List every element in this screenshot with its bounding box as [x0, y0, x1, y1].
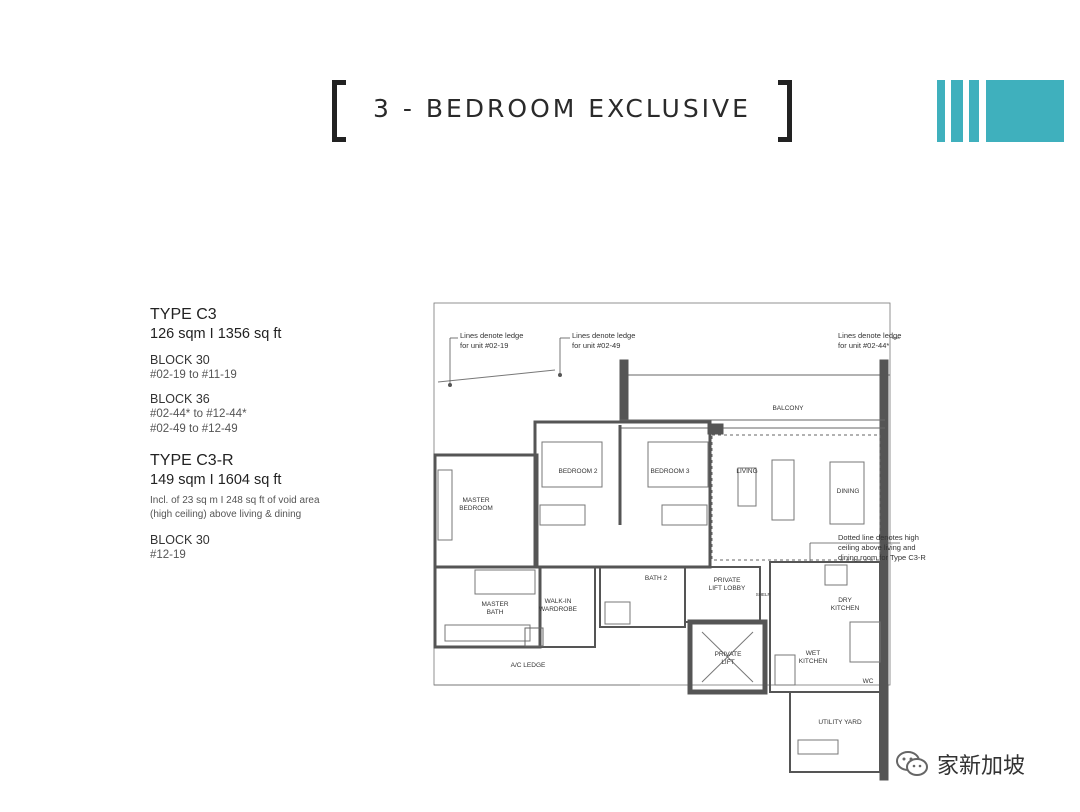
svg-text:MASTER: MASTER — [462, 497, 489, 504]
svg-text:LIFT LOBBY: LIFT LOBBY — [709, 585, 746, 592]
type-c3r-title: TYPE C3-R — [150, 452, 234, 469]
accent-stripes — [937, 80, 1067, 142]
svg-text:BALCONY: BALCONY — [772, 405, 804, 412]
svg-text:Lines denote ledge: Lines denote ledge — [838, 331, 901, 340]
svg-text:LIFT: LIFT — [721, 659, 734, 666]
right-bracket — [778, 80, 792, 142]
svg-text:MASTER: MASTER — [481, 601, 508, 608]
svg-text:BATH 2: BATH 2 — [645, 575, 668, 582]
block-title: BLOCK 30 — [150, 533, 210, 547]
svg-text:PRIVATE: PRIVATE — [714, 577, 742, 584]
block-title: BLOCK 30 — [150, 353, 210, 367]
svg-text:LIVING: LIVING — [736, 468, 757, 475]
svg-text:DINING: DINING — [837, 488, 860, 495]
svg-text:KITCHEN: KITCHEN — [831, 605, 860, 612]
title-frame: 3 - BEDROOM EXCLUSIVE — [332, 80, 792, 144]
svg-text:BEDROOM 3: BEDROOM 3 — [650, 468, 689, 475]
svg-text:BEDROOM: BEDROOM — [459, 505, 493, 512]
watermark-text: 家新加坡 — [937, 754, 1026, 779]
svg-text:WARDROBE: WARDROBE — [539, 606, 578, 613]
svg-text:WC: WC — [863, 678, 874, 685]
svg-text:for unit #02-49: for unit #02-49 — [572, 341, 620, 350]
svg-text:BEDROOM 2: BEDROOM 2 — [558, 468, 597, 475]
svg-text:A/C LEDGE: A/C LEDGE — [511, 662, 546, 669]
block-range: #02-49 to #12-49 — [150, 423, 238, 435]
svg-text:WET: WET — [806, 650, 820, 657]
wechat-icon — [896, 751, 928, 776]
unit-specs: TYPE C3 126 sqm I 1356 sq ft BLOCK 30 #0… — [150, 305, 390, 563]
header: 3 - BEDROOM EXCLUSIVE — [0, 0, 1080, 170]
svg-text:Lines denote ledge: Lines denote ledge — [572, 331, 635, 340]
type-c3r-area: 149 sqm I 1604 sq ft — [150, 472, 282, 488]
svg-text:UTILITY YARD: UTILITY YARD — [818, 719, 862, 726]
block-range: #12-19 — [150, 549, 186, 561]
svg-text:SHELF: SHELF — [756, 592, 771, 597]
svg-text:DRY: DRY — [838, 597, 852, 604]
left-bracket — [332, 80, 346, 142]
svg-text:KITCHEN: KITCHEN — [799, 658, 828, 665]
svg-text:PRIVATE: PRIVATE — [715, 651, 743, 658]
type-c3-title: TYPE C3 — [150, 306, 217, 323]
svg-text:dining room for Type C3-R: dining room for Type C3-R — [838, 553, 926, 562]
svg-text:Lines denote ledge: Lines denote ledge — [460, 331, 523, 340]
page-title: 3 - BEDROOM EXCLUSIVE — [373, 94, 751, 123]
svg-text:for unit #02-19: for unit #02-19 — [460, 341, 508, 350]
svg-text:WALK-IN: WALK-IN — [545, 598, 572, 605]
block-range: #02-19 to #11-19 — [150, 369, 237, 381]
svg-text:for unit #02-44*: for unit #02-44* — [838, 341, 889, 350]
svg-text:Dotted line denotes high: Dotted line denotes high — [838, 533, 919, 542]
watermark: 家新加坡 — [895, 746, 1025, 782]
floor-plan: Lines denote ledge for unit #02-19 Lines… — [433, 302, 926, 781]
type-c3-area: 126 sqm I 1356 sq ft — [150, 326, 282, 342]
void-area-note: Incl. of 23 sq m I 248 sq ft of void are… — [150, 495, 320, 520]
svg-text:BATH: BATH — [487, 609, 504, 616]
block-range: #02-44* to #12-44* — [150, 408, 247, 420]
svg-text:ceiling above living and: ceiling above living and — [838, 543, 916, 552]
block-title: BLOCK 36 — [150, 392, 210, 406]
